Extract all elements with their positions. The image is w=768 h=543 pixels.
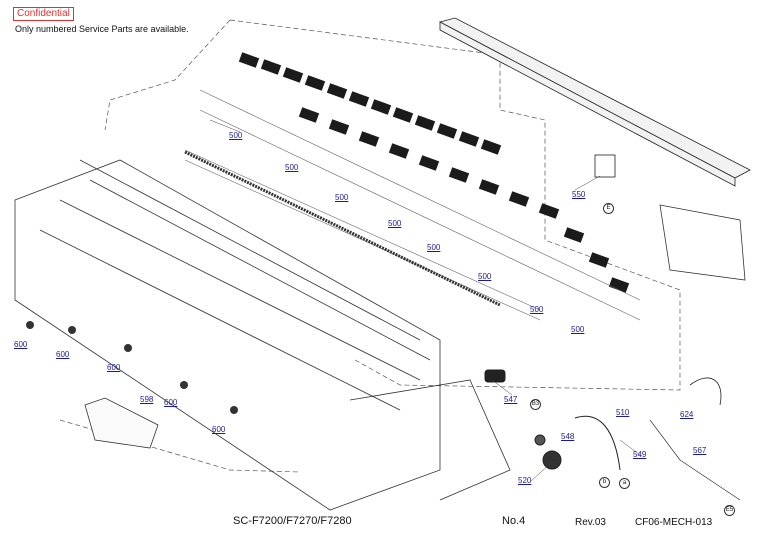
cap-plates xyxy=(184,89,641,321)
part-label-500[interactable]: 500 xyxy=(388,219,402,228)
cable-567 xyxy=(649,419,741,501)
reference-marker-b: b xyxy=(599,477,610,488)
part-label-548[interactable]: 548 xyxy=(561,432,575,441)
print-head-row-lower xyxy=(298,107,630,293)
page-number: No.4 xyxy=(502,515,526,527)
part-label-500[interactable]: 500 xyxy=(229,131,243,140)
print-head-row-upper xyxy=(238,52,502,155)
part-label-598[interactable]: 598 xyxy=(140,395,154,404)
part-label-600[interactable]: 600 xyxy=(107,363,121,372)
part-label-547[interactable]: 547 xyxy=(504,395,518,404)
part-label-500[interactable]: 500 xyxy=(427,243,441,252)
revision: Rev.03 xyxy=(575,517,606,528)
reference-marker-e5: E5 xyxy=(724,505,735,516)
reference-marker-a: a xyxy=(619,478,630,489)
part-label-549[interactable]: 549 xyxy=(633,450,647,459)
model-name: SC-F7200/F7270/F7280 xyxy=(233,515,352,527)
motor-547 xyxy=(484,369,506,383)
part-label-600[interactable]: 600 xyxy=(164,398,178,407)
right-side-frame xyxy=(659,204,746,281)
part-label-600[interactable]: 600 xyxy=(56,350,70,359)
feet-600 xyxy=(26,321,238,414)
reference-marker-b3: B3 xyxy=(530,399,541,410)
cover-598 xyxy=(84,397,159,449)
main-chassis xyxy=(14,159,511,511)
part-label-600[interactable]: 600 xyxy=(212,425,226,434)
part-label-500[interactable]: 500 xyxy=(478,272,492,281)
part-label-520[interactable]: 520 xyxy=(518,476,532,485)
part-label-567[interactable]: 567 xyxy=(693,446,707,455)
reference-marker-e: E xyxy=(603,203,614,214)
leader-lines xyxy=(209,119,641,483)
service-parts-note: Only numbered Service Parts are availabl… xyxy=(15,24,189,34)
part-label-624[interactable]: 624 xyxy=(680,410,694,419)
confidential-badge: Confidential xyxy=(13,7,74,21)
part-label-550[interactable]: 550 xyxy=(572,190,586,199)
lever-624 xyxy=(689,377,722,406)
document-code: CF06-MECH-013 xyxy=(635,517,713,528)
part-label-510[interactable]: 510 xyxy=(616,408,630,417)
pulley-548 xyxy=(534,434,546,446)
cable-549 xyxy=(574,415,621,471)
top-rail xyxy=(438,17,751,187)
part-label-500[interactable]: 500 xyxy=(530,305,544,314)
carriage-chain xyxy=(184,150,501,307)
bracket-550 xyxy=(594,154,616,178)
part-label-500[interactable]: 500 xyxy=(285,163,299,172)
motor-520 xyxy=(542,450,562,470)
part-label-500[interactable]: 500 xyxy=(571,325,585,334)
part-label-600[interactable]: 600 xyxy=(14,340,28,349)
part-label-500[interactable]: 500 xyxy=(335,193,349,202)
